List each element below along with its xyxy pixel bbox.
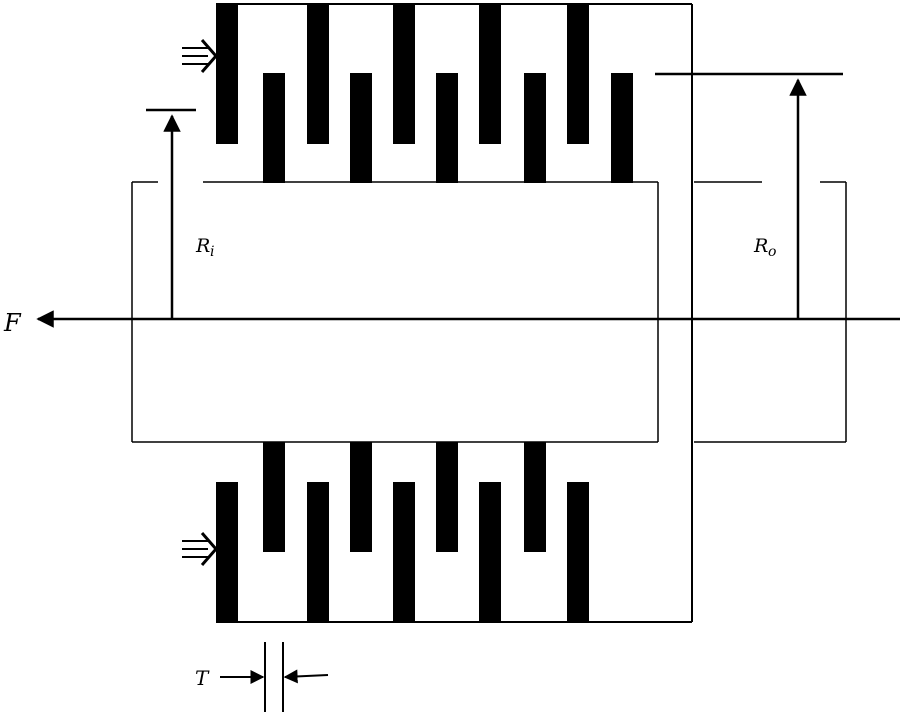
top-inner-plate xyxy=(263,73,285,183)
top-inner-plate xyxy=(611,73,633,183)
bottom-outer-plates xyxy=(216,482,589,622)
bottom-inner-plate xyxy=(263,442,285,552)
bottom-inner-plate xyxy=(350,442,372,552)
top-outer-plate xyxy=(479,4,501,144)
thickness-dimension xyxy=(220,642,329,712)
bottom-outer-plate xyxy=(567,482,589,622)
outer-radius-label: R xyxy=(753,235,768,257)
force-label: F xyxy=(3,309,22,337)
thickness-label: T xyxy=(195,666,210,690)
output-shaft xyxy=(694,181,847,443)
bottom-outer-plate xyxy=(216,482,238,622)
thickness-arrow-right xyxy=(283,669,329,684)
hub xyxy=(131,181,659,443)
top-inner-plate xyxy=(436,73,458,183)
triple-arrow-icon xyxy=(182,532,218,566)
top-inner-plates xyxy=(263,73,633,183)
inner-radius-subscript: i xyxy=(210,244,214,260)
bottom-inner-plate xyxy=(436,442,458,552)
triple-arrow-icon xyxy=(182,39,218,73)
bottom-inner-plate xyxy=(524,442,546,552)
top-inner-plate xyxy=(524,73,546,183)
bottom-inner-plates xyxy=(263,442,546,552)
top-outer-plate xyxy=(393,4,415,144)
inner-radius-label: R xyxy=(195,235,210,257)
top-outer-plate xyxy=(567,4,589,144)
bottom-outer-plate xyxy=(307,482,329,622)
housing xyxy=(216,3,693,623)
outer-radius-subscript: o xyxy=(768,244,776,260)
inner-radius-dimension xyxy=(146,108,196,319)
bottom-outer-plate xyxy=(479,482,501,622)
top-outer-plate xyxy=(216,4,238,144)
outer-radius-dimension xyxy=(655,72,843,319)
top-outer-plates xyxy=(216,4,589,144)
bottom-outer-plate xyxy=(393,482,415,622)
top-outer-plate xyxy=(307,4,329,144)
top-inner-plate xyxy=(350,73,372,183)
